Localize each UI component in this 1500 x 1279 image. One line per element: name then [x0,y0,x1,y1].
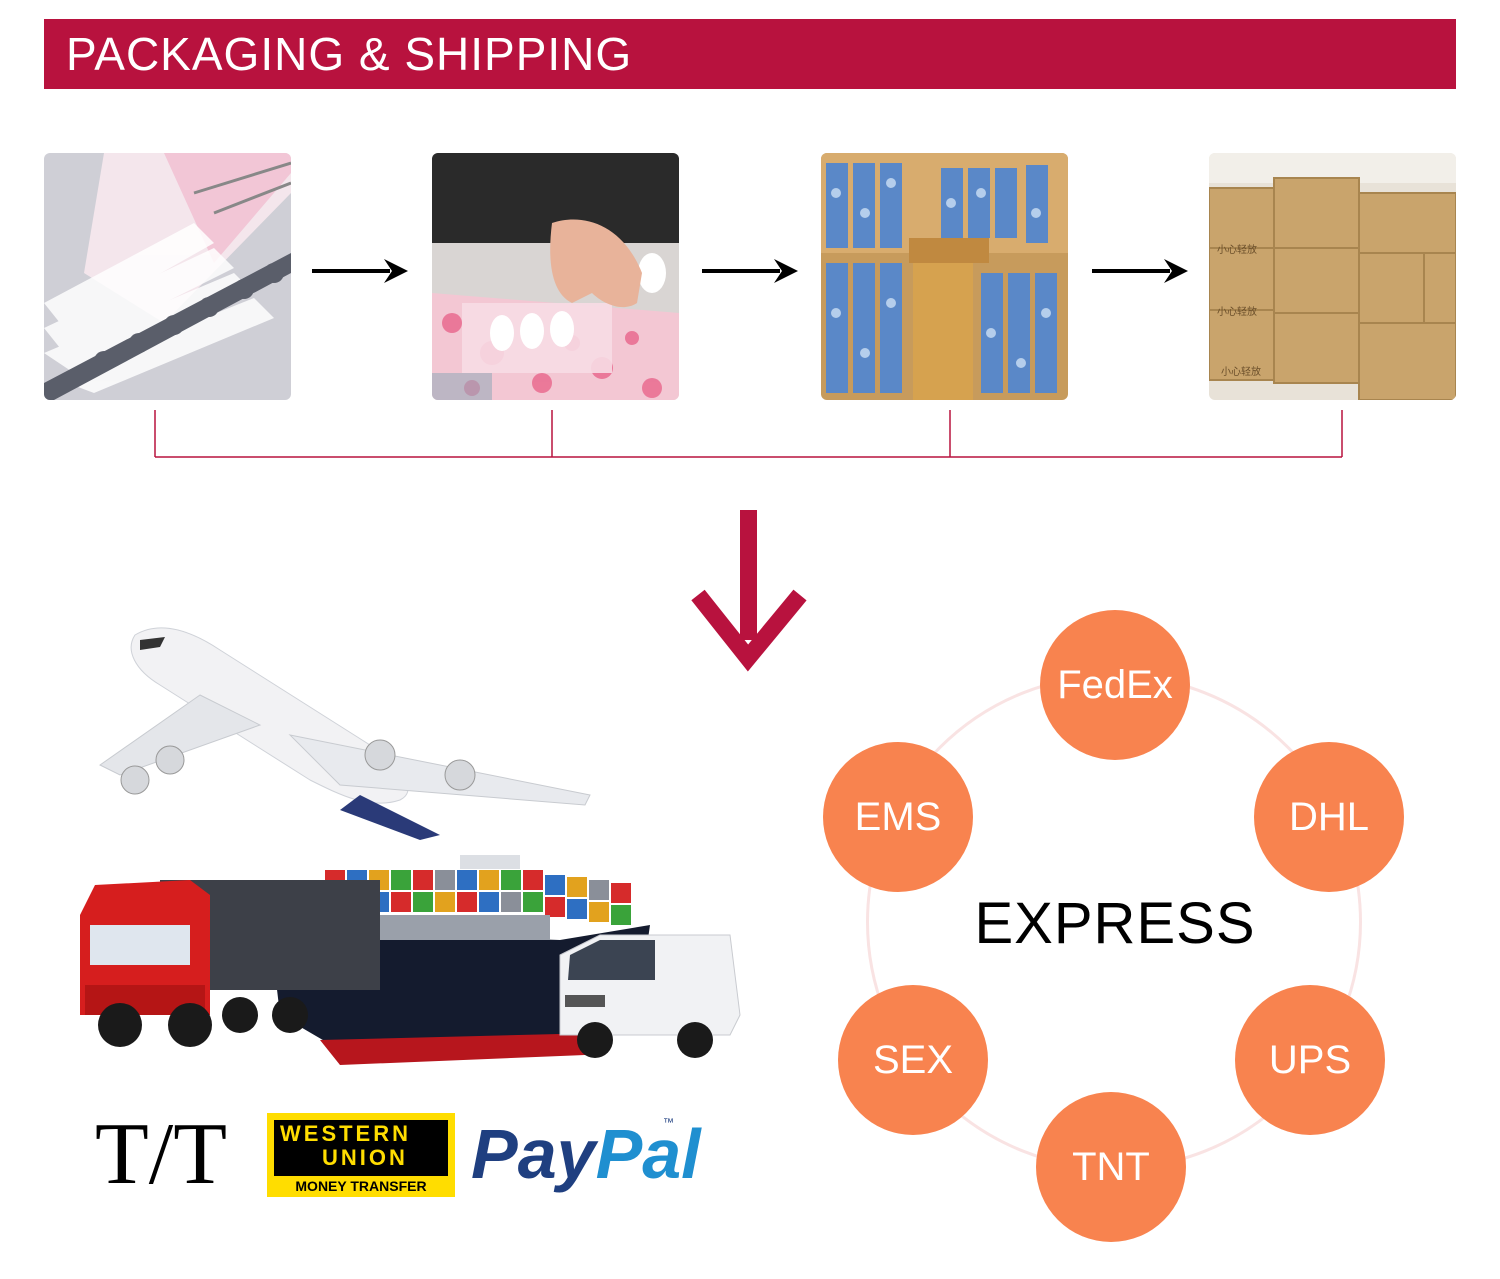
carton-label: 小心轻放 [1217,305,1257,318]
arrow-right-icon [312,259,408,283]
arrow-down-icon [691,510,807,672]
carrier-ems: EMS [823,742,973,892]
paypal-pal: Pal [595,1115,701,1193]
transport-illustration [40,595,800,1085]
truck-icon [80,880,380,1047]
carton-label: 小心轻放 [1217,243,1257,256]
process-connector [154,410,1343,458]
tt-payment-label: T/T [95,1106,227,1203]
carrier-ups: UPS [1235,985,1385,1135]
payment-methods: T/T WESTERN UNION MONEY TRANSFER PayPal … [95,1105,701,1205]
paypal-trademark: ™ [663,1117,674,1129]
western-union-sub: MONEY TRANSFER [295,1178,427,1194]
western-union-line2: UNION [322,1145,408,1170]
paypal-logo: PayPal [471,1109,701,1199]
carrier-sex: SEX [838,985,988,1135]
stacked-cartons-photo: 小心轻放 小心轻放 小心轻放 [1209,153,1456,400]
carton-label: 小心轻放 [1221,365,1261,378]
section-banner: PACKAGING & SHIPPING [44,19,1456,89]
carrier-tnt: TNT [1036,1092,1186,1242]
airplane-icon [99,627,591,840]
packed-bags-in-box-photo [821,153,1068,400]
fabric-printing-photo [44,153,291,400]
express-center-label: EXPRESS [974,891,1256,956]
arrow-right-icon [702,259,798,283]
western-union-line1: WESTERN [280,1121,411,1146]
van-icon [559,934,741,1058]
western-union-logo: WESTERN UNION MONEY TRANSFER [267,1113,455,1197]
paypal-pay: Pay [471,1115,596,1193]
carrier-dhl: DHL [1254,742,1404,892]
hand-assembly-photo [432,153,679,400]
section-title: PACKAGING & SHIPPING [66,28,633,80]
arrow-right-icon [1092,259,1188,283]
carrier-fedex: FedEx [1040,610,1190,760]
